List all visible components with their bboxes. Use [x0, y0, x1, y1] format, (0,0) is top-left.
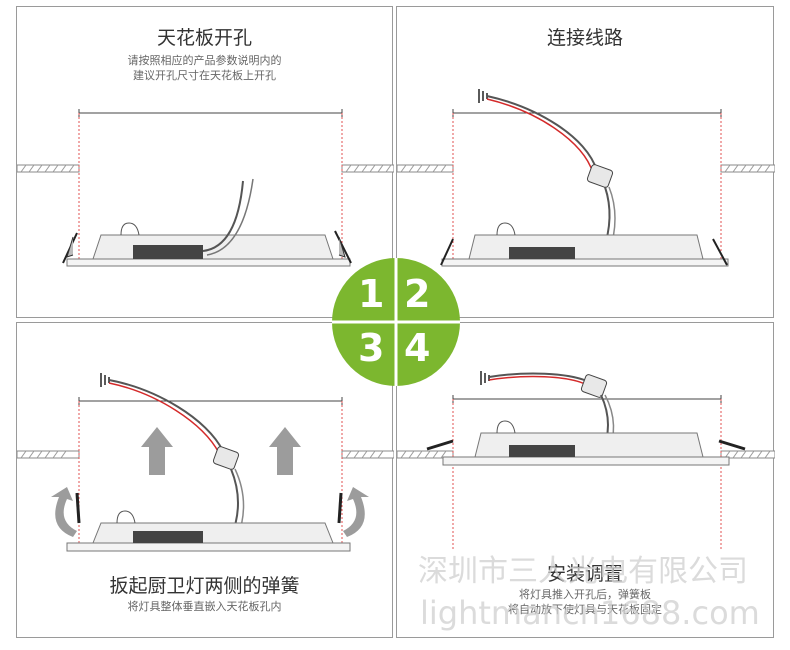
- step-3-illustration: [17, 373, 394, 552]
- step-1-illustration: [17, 109, 394, 267]
- rotate-arrow-right: [343, 487, 369, 537]
- ground-symbol: [478, 89, 488, 103]
- rotate-arrow-left: [51, 487, 77, 537]
- watermark-company: 深圳市三人光电有限公司: [418, 554, 748, 589]
- step-number-badge: 1 2 3 4: [330, 256, 462, 388]
- step-1-desc-line-2: 建议开孔尺寸在天花板上开孔: [133, 69, 276, 82]
- watermark-site: lightmancn1688.com: [420, 594, 760, 632]
- step-4-illustration: [397, 371, 775, 551]
- step-4-panel: 安装调置 将灯具推入开孔后，弹簧板 将自动放下使灯具与天花板固定: [396, 322, 775, 638]
- step-3-panel: 扳起厨卫灯两侧的弹簧 将灯具整体垂直嵌入天花板孔内: [16, 322, 394, 638]
- step-4-desc-line-1: 将灯具推入开孔后，弹簧板: [519, 588, 651, 601]
- step-1-title: 天花板开孔: [156, 27, 252, 49]
- badge-number-2: 2: [404, 272, 431, 316]
- up-arrow-right: [269, 427, 301, 475]
- badge-number-1: 1: [358, 272, 385, 316]
- step-3-title: 扳起厨卫灯两侧的弹簧: [109, 575, 300, 597]
- step-2-illustration: [397, 89, 775, 267]
- badge-number-4: 4: [404, 326, 431, 370]
- step-3-desc-line-1: 将灯具整体垂直嵌入天花板孔内: [127, 600, 282, 613]
- badge-number-3: 3: [358, 326, 385, 370]
- step-2-panel: 连接线路: [396, 6, 775, 318]
- step-1-desc-line-1: 请按照相应的产品参数说明内的: [127, 54, 282, 67]
- step-4-title: 安装调置: [546, 563, 623, 585]
- step-4-desc-line-2: 将自动放下使灯具与天花板固定: [508, 603, 662, 616]
- up-arrow-left: [141, 427, 173, 475]
- step-2-title: 连接线路: [546, 27, 623, 49]
- step-1-panel: 天花板开孔 请按照相应的产品参数说明内的 建议开孔尺寸在天花板上开孔: [16, 6, 394, 318]
